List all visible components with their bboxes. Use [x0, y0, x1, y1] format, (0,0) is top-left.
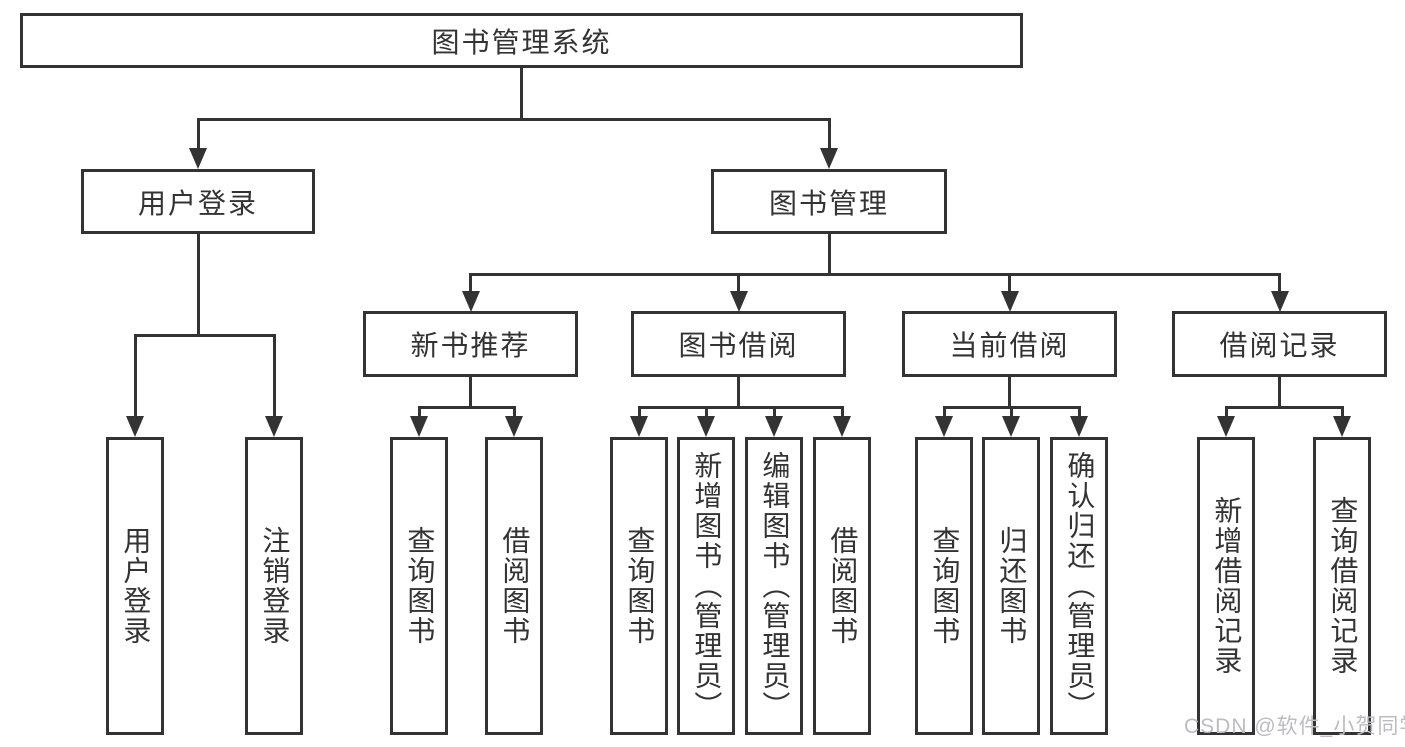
connector-vline [827, 234, 831, 276]
leaf-user-login: 用户登录 [106, 437, 164, 735]
connector-arrow-stem [772, 406, 776, 417]
connector-hline [1224, 406, 1344, 409]
connector-arrow-stem [840, 406, 844, 417]
connector-arrow-stem [737, 273, 740, 292]
leaf-label: 查询借阅记录 [1327, 496, 1359, 676]
connector-arrow-stem [1340, 406, 1344, 417]
leaf-borrow-books-2: 借阅图书 [813, 437, 871, 735]
leaf-confirm-return-admin: 确认归还（管理员） [1050, 437, 1108, 735]
node-book-management: 图书管理 [711, 169, 947, 234]
connector-hline [469, 273, 1281, 276]
connector-vline [737, 377, 740, 409]
leaf-label: 新增图书（管理员） [691, 451, 723, 721]
connector-hline [637, 406, 844, 409]
leaf-label: 查询图书 [929, 526, 961, 646]
connector-arrow-stem [417, 406, 421, 417]
node-library-system: 图书管理系统 [20, 13, 1023, 68]
leaf-query-borrow-record: 查询借阅记录 [1313, 437, 1371, 735]
arrow-down-icon [1002, 416, 1020, 437]
arrow-down-icon [265, 416, 283, 437]
node-current-borrow: 当前借阅 [902, 311, 1117, 377]
node-user-login: 用户登录 [81, 169, 315, 234]
leaf-label: 确认归还（管理员） [1064, 451, 1096, 721]
arrow-down-icon [697, 416, 715, 437]
leaf-query-books-current: 查询图书 [915, 437, 973, 735]
arrow-down-icon [1070, 416, 1088, 437]
connector-hline [417, 406, 516, 409]
connector-vline [520, 68, 523, 121]
arrow-down-icon [1333, 416, 1351, 437]
connector-arrow-stem [942, 406, 946, 417]
connector-arrow-stem [196, 118, 200, 149]
node-borrow-records: 借阅记录 [1172, 311, 1387, 377]
leaf-label: 借阅图书 [499, 526, 531, 646]
arrow-down-icon [505, 416, 523, 437]
node-new-book-recommend: 新书推荐 [363, 311, 578, 377]
leaf-add-book-admin: 新增图书（管理员） [677, 437, 735, 735]
arrow-down-icon [1217, 416, 1235, 437]
leaf-label: 查询图书 [404, 526, 436, 646]
leaf-label: 用户登录 [120, 526, 152, 646]
connector-arrow-stem [1224, 406, 1228, 417]
arrow-down-icon [820, 148, 838, 169]
connector-arrow-stem [469, 273, 472, 292]
connector-vline [1278, 377, 1281, 409]
connector-arrow-stem [827, 118, 831, 149]
arrow-down-icon [410, 416, 428, 437]
leaf-label: 查询图书 [624, 526, 656, 646]
leaf-logout: 注销登录 [245, 437, 303, 735]
arrow-down-icon [126, 416, 144, 437]
leaf-borrow-books-recommend: 借阅图书 [485, 437, 543, 735]
arrow-down-icon [833, 416, 851, 437]
connector-vline [469, 377, 472, 409]
connector-hline [133, 334, 276, 337]
connector-arrow-stem [1278, 273, 1281, 292]
connector-vline [196, 234, 200, 337]
leaf-query-books-recommend: 查询图书 [390, 437, 448, 735]
connector-arrow-stem [1009, 406, 1013, 417]
leaf-edit-book-admin: 编辑图书（管理员） [745, 437, 803, 735]
leaf-label: 归还图书 [996, 526, 1028, 646]
arrow-down-icon [630, 416, 648, 437]
connector-arrow-stem [704, 406, 708, 417]
leaf-label: 编辑图书（管理员） [759, 451, 791, 721]
leaf-query-books-borrow: 查询图书 [610, 437, 668, 735]
connector-arrow-stem [1077, 406, 1081, 417]
connector-arrow-stem [512, 406, 516, 417]
leaf-label: 注销登录 [259, 526, 291, 646]
arrow-down-icon [1000, 291, 1019, 312]
connector-arrow-stem [1008, 273, 1011, 292]
arrow-down-icon [1270, 291, 1289, 312]
arrow-down-icon [935, 416, 953, 437]
arrow-down-icon [765, 416, 783, 437]
csdn-watermark: CSDN @软件_小贺同学 [1184, 715, 1405, 738]
connector-hline [196, 118, 831, 121]
arrow-down-icon [461, 291, 480, 312]
arrow-down-icon [729, 291, 748, 312]
leaf-label: 借阅图书 [827, 526, 859, 646]
connector-vline [1008, 377, 1011, 409]
arrow-down-icon [189, 148, 207, 169]
leaf-label: 新增借阅记录 [1211, 496, 1243, 676]
leaf-add-borrow-record: 新增借阅记录 [1197, 437, 1255, 735]
connector-arrow-stem [133, 334, 137, 417]
node-book-borrow: 图书借阅 [631, 311, 846, 377]
leaf-return-book: 归还图书 [982, 437, 1040, 735]
connector-arrow-stem [272, 334, 276, 417]
connector-arrow-stem [637, 406, 641, 417]
